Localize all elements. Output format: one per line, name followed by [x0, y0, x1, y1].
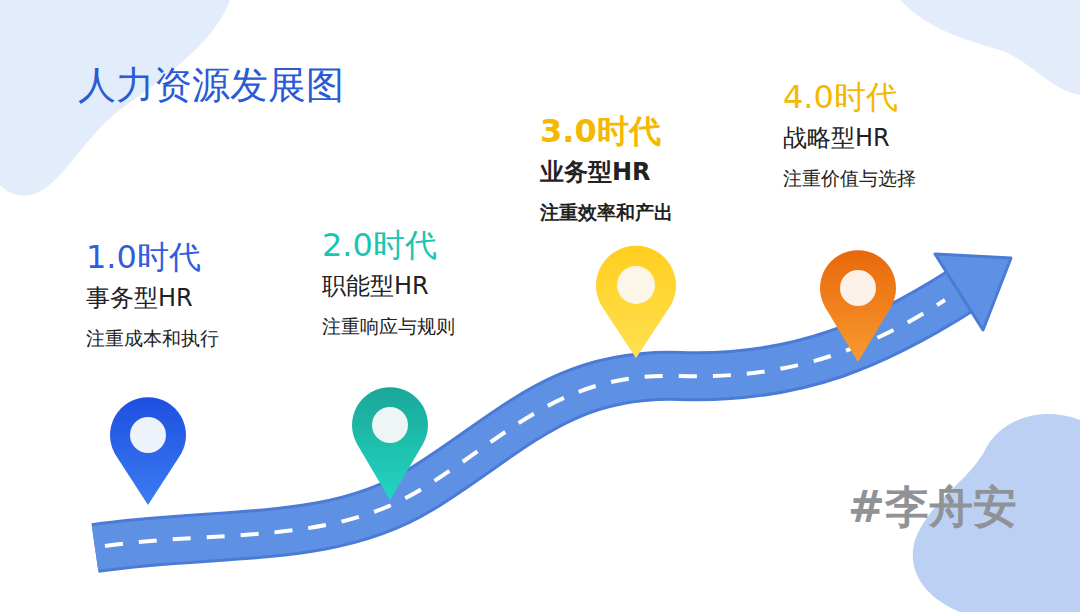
hr-type: 事务型HR — [86, 282, 219, 314]
road-dashes — [105, 300, 945, 546]
hr-type: 业务型HR — [540, 156, 673, 188]
focus-note: 注重响应与规则 — [322, 314, 455, 340]
location-pin — [596, 246, 676, 358]
background-blob — [900, 0, 1080, 95]
era-heading: 1.0时代 — [86, 236, 219, 280]
watermark: #李舟安 — [848, 478, 1017, 537]
hr-type: 职能型HR — [322, 270, 455, 302]
location-pin — [110, 397, 186, 505]
era-milestone: 2.0时代职能型HR 注重响应与规则 — [322, 224, 455, 340]
era-heading: 3.0时代 — [540, 110, 673, 154]
focus-note: 注重价值与选择 — [783, 166, 916, 192]
era-milestone: 4.0时代战略型HR 注重价值与选择 — [783, 76, 916, 192]
road-edge — [95, 290, 962, 548]
era-milestone: 3.0时代业务型HR 注重效率和产出 — [540, 110, 673, 226]
road-arrowhead — [935, 254, 1011, 330]
diagram-title: 人力资源发展图 — [78, 60, 344, 111]
era-milestone: 1.0时代事务型HR 注重成本和执行 — [86, 236, 219, 352]
location-pin — [820, 250, 896, 362]
era-heading: 2.0时代 — [322, 224, 455, 268]
location-pin — [352, 387, 428, 500]
focus-note: 注重效率和产出 — [540, 200, 673, 226]
focus-note: 注重成本和执行 — [86, 326, 219, 352]
road — [95, 290, 962, 548]
hr-type: 战略型HR — [783, 122, 916, 154]
era-heading: 4.0时代 — [783, 76, 916, 120]
